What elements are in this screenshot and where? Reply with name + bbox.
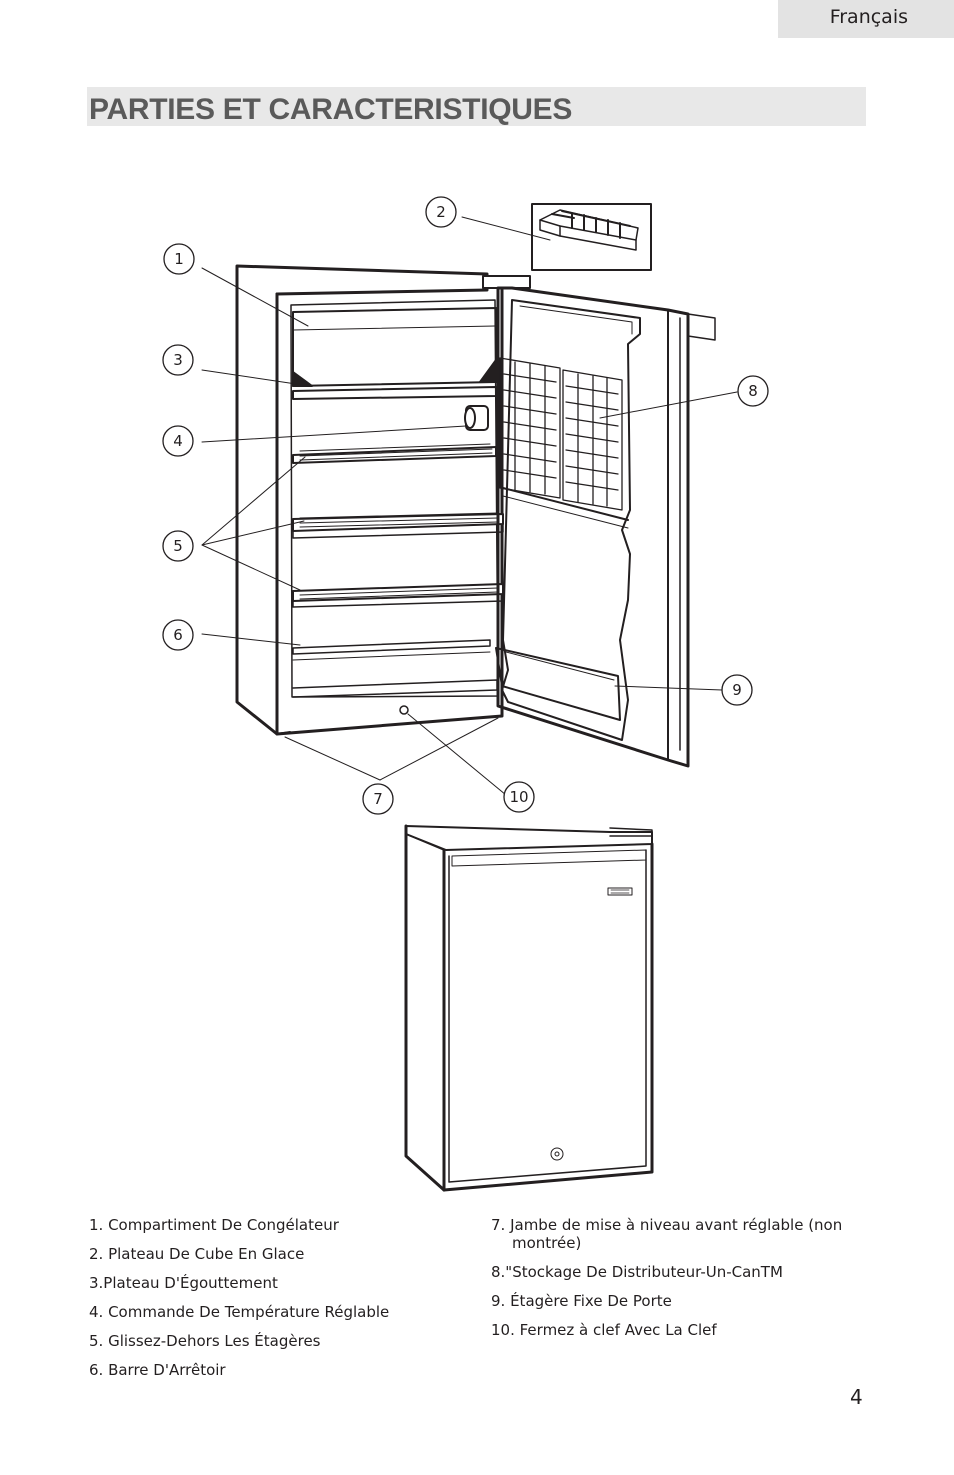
callout-label-6: 6 [173, 626, 183, 644]
legend-item-3: 3.Plateau D'Égouttement [89, 1274, 278, 1292]
language-tab: Français [778, 0, 954, 38]
callout-label-2: 2 [436, 203, 446, 221]
callout-5 [162, 530, 194, 562]
legend-item-6: 6. Barre D'Arrêtoir [89, 1361, 226, 1379]
shelf-1 [292, 443, 497, 464]
can-dispenser-right [562, 369, 623, 511]
legend-item-7: 7. Jambe de mise à niveau avant réglable… [491, 1216, 843, 1252]
callout-7 [362, 783, 394, 815]
callout-3 [162, 344, 194, 376]
callout-8 [737, 375, 769, 407]
page-number: 4 [850, 1385, 863, 1409]
legend-item-4: 4. Commande De Température Réglable [89, 1303, 390, 1321]
leader-lines [201, 216, 738, 796]
callout-label-4: 4 [173, 432, 183, 450]
callout-2 [425, 196, 457, 228]
callout-label-10: 10 [509, 788, 528, 806]
callout-label-5: 5 [173, 537, 183, 555]
callout-label-1: 1 [174, 250, 184, 268]
legend-right-column: 7. Jambe de mise à niveau avant réglable… [491, 1216, 861, 1350]
legend-item-10: 10. Fermez à clef Avec La Clef [491, 1321, 717, 1339]
legend-left-column: 1. Compartiment De Congélateur 2. Platea… [89, 1216, 459, 1390]
shelf-2 [292, 512, 504, 539]
callout-9 [721, 674, 753, 706]
callout-10 [503, 781, 535, 813]
callout-label-9: 9 [732, 681, 742, 699]
legend-item-9: 9. Étagère Fixe De Porte [491, 1292, 672, 1310]
callout-label-3: 3 [173, 351, 183, 369]
refrigerator-diagram: 1 2 3 4 5 6 7 8 9 10 [162, 196, 769, 1192]
open-fridge-illustration [235, 264, 716, 768]
callout-label-8: 8 [748, 382, 758, 400]
section-title-bar: PARTIES ET CARACTERISTIQUES [87, 87, 866, 126]
page-title: PARTIES ET CARACTERISTIQUES [89, 93, 573, 126]
callout-1 [163, 243, 195, 275]
ice-tray-illustration [531, 203, 652, 271]
legend-item-2: 2. Plateau De Cube En Glace [89, 1245, 305, 1263]
can-dispenser-left [499, 357, 561, 499]
shelf-3 [292, 583, 504, 608]
callout-circles [162, 196, 769, 815]
callout-6 [162, 619, 194, 651]
legend-item-8: 8."Stockage De Distributeur-Un-CanTM [491, 1263, 783, 1281]
language-label: Français [829, 6, 908, 28]
legend-item-5: 5. Glissez-Dehors Les Étagères [89, 1332, 321, 1350]
closed-fridge-illustration [404, 824, 654, 1192]
legend-item-1: 1. Compartiment De Congélateur [89, 1216, 339, 1234]
callout-4 [162, 425, 194, 457]
callout-label-7: 7 [373, 790, 383, 808]
